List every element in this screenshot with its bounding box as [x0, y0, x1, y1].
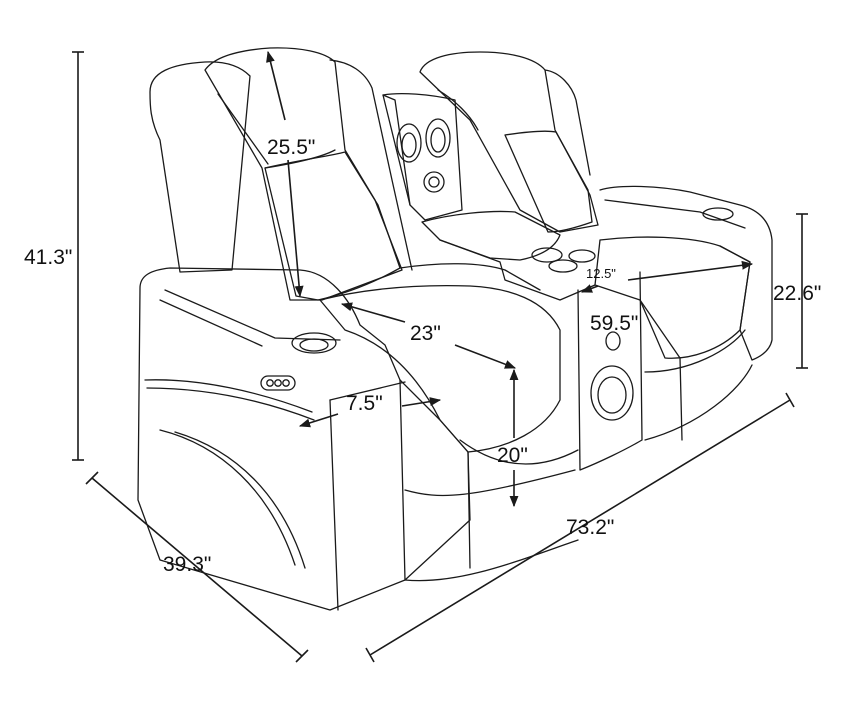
- console-width-label: 12.5": [586, 266, 616, 281]
- left-back-wing: [149, 61, 251, 273]
- cup-holder-icon: [291, 332, 337, 354]
- seat-height-label: 20": [497, 444, 528, 467]
- right-seat-quilted: [594, 236, 751, 359]
- right-armrest: [599, 185, 773, 361]
- overall-width-label: 73.2": [566, 516, 614, 539]
- width-dimension-line: [369, 399, 791, 656]
- arm-width-line: [298, 413, 339, 428]
- console-width-line: [580, 284, 599, 293]
- console-lid: [421, 210, 561, 261]
- loveseat-drawing: [137, 47, 773, 611]
- left-back-inner: [329, 59, 413, 271]
- console-cup-holders: [531, 247, 596, 273]
- depth-dimension-line: [91, 477, 303, 657]
- dimension-lines: [72, 50, 808, 663]
- seat-width-label: 59.5": [590, 312, 638, 335]
- right-cup-holder-icon: [702, 207, 734, 221]
- wireless-charger-icon: [423, 171, 445, 193]
- back-height-line: [266, 50, 286, 121]
- dimension-labels: 41.3" 25.5" 23" 7.5" 20" 12.5" 59.5" 22.…: [24, 136, 821, 576]
- power-button-panel-icon: [260, 375, 296, 391]
- arm-width-label: 7.5": [346, 392, 383, 415]
- console-speaker: [590, 331, 634, 421]
- back-height-label: 25.5": [267, 136, 315, 159]
- left-seat-quilted: [319, 284, 561, 453]
- speaker-icon: [396, 118, 451, 163]
- right-back-quilted-panel: [504, 130, 593, 233]
- right-back-cushion: [419, 51, 599, 233]
- seat-width-line: [627, 260, 754, 281]
- seat-depth-line: [340, 302, 406, 323]
- overall-depth-label: 39.3": [163, 553, 211, 576]
- overall-height-label: 41.3": [24, 246, 72, 269]
- seat-depth-label: 23": [410, 322, 441, 345]
- left-back-cushion: [204, 47, 403, 301]
- center-console: [382, 92, 463, 221]
- arm-height-label: 22.6": [773, 282, 821, 305]
